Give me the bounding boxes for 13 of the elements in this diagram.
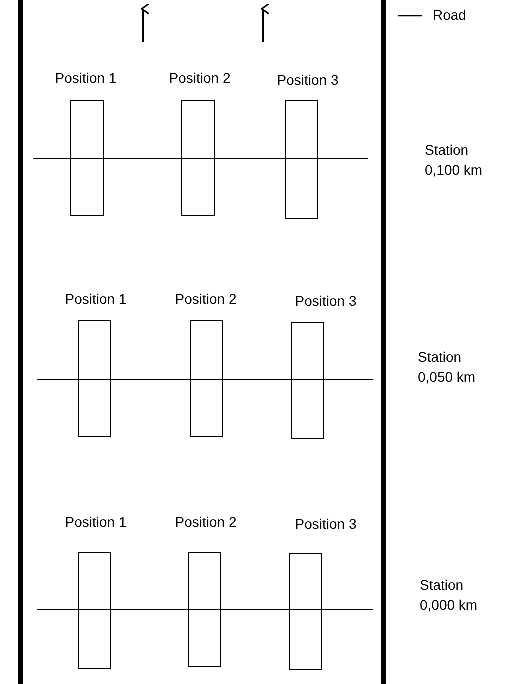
position-label: Position 3 — [295, 293, 357, 309]
station-label: Station 0,050 km — [418, 348, 477, 387]
position-label: Position 3 — [295, 516, 357, 532]
position-label: Position 1 — [65, 291, 127, 307]
station-label: Station 0,000 km — [420, 576, 479, 615]
station-label: Station 0,100 km — [425, 141, 484, 180]
legend-label: Road — [433, 7, 466, 23]
position-label: Position 3 — [277, 72, 339, 88]
position-label: Position 2 — [175, 291, 237, 307]
position-label: Position 1 — [55, 70, 117, 86]
position-label: Position 1 — [65, 514, 127, 530]
position-label: Position 2 — [169, 70, 231, 86]
position-label: Position 2 — [175, 514, 237, 530]
